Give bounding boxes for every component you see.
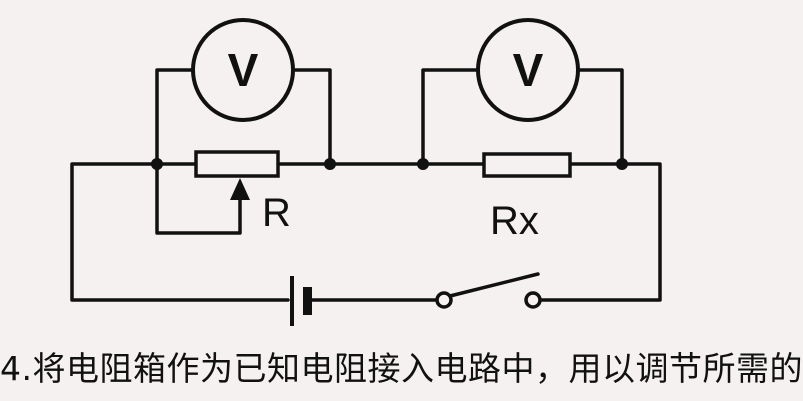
main-wire-loop — [70, 162, 662, 302]
left-voltmeter-branch — [155, 68, 332, 166]
junction-node — [417, 158, 429, 170]
resistor-rx-body — [482, 152, 572, 178]
figure-caption: 4.将电阻箱作为已知电阻接入电路中，用以调节所需的 — [0, 349, 803, 388]
junction-node — [324, 158, 336, 170]
switch-right-terminal — [524, 291, 542, 309]
right-voltmeter-label: V — [513, 44, 544, 96]
rheostat-short-branch — [155, 162, 242, 235]
rheostat-label: R — [262, 191, 291, 235]
switch-lever — [448, 272, 540, 298]
left-voltmeter-label: V — [228, 44, 259, 96]
battery-short-plate — [303, 287, 312, 315]
rheostat-slider-arrow — [230, 178, 250, 200]
junction-node — [151, 158, 163, 170]
right-voltmeter-branch — [421, 68, 624, 166]
rheostat-body — [194, 150, 280, 178]
left-voltmeter-circle — [191, 18, 295, 122]
circuit-diagram: V V R Rx — [70, 18, 662, 326]
switch-left-terminal — [435, 291, 453, 309]
resistor-rx-label: Rx — [490, 199, 539, 243]
junction-node — [616, 158, 628, 170]
right-voltmeter-circle — [476, 18, 580, 122]
